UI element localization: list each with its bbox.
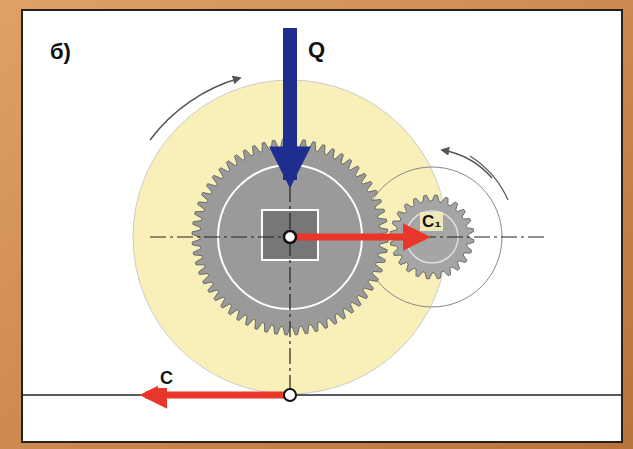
contact-point xyxy=(284,389,296,401)
rotation-arrow xyxy=(150,78,240,140)
center-point xyxy=(284,231,296,243)
rotation-arrow xyxy=(442,150,492,178)
axis-line xyxy=(150,236,548,237)
force-label: Q xyxy=(306,38,327,62)
figure-label: б) xyxy=(48,40,73,64)
rotation-arrow xyxy=(470,156,508,200)
force-arrow xyxy=(145,392,290,399)
load-arrow xyxy=(283,28,297,180)
force-arrow xyxy=(290,234,425,241)
ground-line xyxy=(22,394,622,396)
force-label: C₁ xyxy=(420,212,443,231)
panel xyxy=(22,10,622,442)
force-label: C xyxy=(158,368,175,388)
